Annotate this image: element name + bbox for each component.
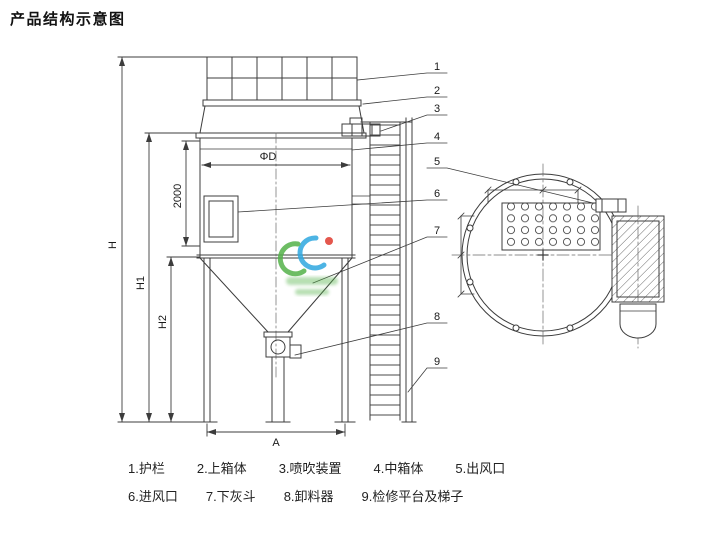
ladder xyxy=(360,117,417,423)
page-title: 产品结构示意图 xyxy=(10,11,126,28)
watermark-logo xyxy=(277,235,338,295)
support-legs xyxy=(196,257,356,423)
legend-item-7: 7.下灰斗 xyxy=(205,489,256,504)
callout-6: 6 xyxy=(434,188,440,200)
dim-A: A xyxy=(272,437,280,449)
dim-H: H xyxy=(107,241,119,249)
outlet-connection xyxy=(595,198,627,213)
callout-9: 9 xyxy=(434,356,440,368)
watermark-red-dot xyxy=(325,237,333,245)
callout-3: 3 xyxy=(434,103,440,115)
bag-grid xyxy=(501,202,601,251)
discharge-valve xyxy=(265,336,302,423)
leader-1 xyxy=(356,72,448,81)
dim-2000: 2000 xyxy=(172,184,184,208)
leader-6 xyxy=(237,199,448,213)
leader-8 xyxy=(294,322,448,356)
callout-numbers: 1 2 3 4 5 6 7 8 9 xyxy=(434,61,440,368)
callout-4: 4 xyxy=(434,131,440,143)
dimension-lines xyxy=(117,56,351,437)
upper-box xyxy=(195,99,367,139)
leader-7 xyxy=(312,236,448,284)
legend-item-9: 9.检修平台及梯子 xyxy=(361,489,464,504)
legend-row-1: 1.护栏 2.上箱体 3.喷吹装置 4.中箱体 5.出风口 xyxy=(128,458,505,477)
leader-5 xyxy=(426,167,594,204)
legend-item-2: 2.上箱体 xyxy=(196,461,247,476)
callout-7: 7 xyxy=(434,225,440,237)
callout-5: 5 xyxy=(434,156,440,168)
dim-phiD: ΦD xyxy=(260,151,277,163)
legend-row-2: 6.进风口 7.下灰斗 8.卸料器 9.检修平台及梯子 xyxy=(128,486,505,505)
parts-legend: 1.护栏 2.上箱体 3.喷吹装置 4.中箱体 5.出风口 6.进风口 7.下灰… xyxy=(128,458,505,505)
air-inlet xyxy=(203,195,239,243)
outlet-duct xyxy=(619,303,657,339)
legend-item-3: 3.喷吹装置 xyxy=(278,461,342,476)
legend-item-1: 1.护栏 xyxy=(128,461,165,476)
legend-item-4: 4.中箱体 xyxy=(373,461,424,476)
guard-rail xyxy=(206,56,358,101)
callout-1: 1 xyxy=(434,61,440,73)
platform-top-view xyxy=(611,205,665,349)
callout-2: 2 xyxy=(434,85,440,97)
top-view xyxy=(451,163,665,349)
dim-H1: H1 xyxy=(135,276,147,290)
dim-H2: H2 xyxy=(157,315,169,329)
flange-bolts xyxy=(466,178,620,332)
leader-3 xyxy=(380,114,448,132)
leader-2 xyxy=(362,96,448,105)
legend-item-6: 6.进风口 xyxy=(128,489,178,504)
callout-8: 8 xyxy=(434,311,440,323)
legend-item-8: 8.卸料器 xyxy=(283,489,334,504)
leader-9 xyxy=(407,367,448,393)
callout-leaders xyxy=(237,72,594,393)
top-view-dimensions xyxy=(457,186,582,298)
legend-item-5: 5.出风口 xyxy=(455,461,506,476)
dimension-labels: H H1 H2 2000 ΦD A xyxy=(107,151,280,449)
watermark-text-blur xyxy=(286,277,338,295)
middle-box xyxy=(196,137,371,259)
leader-4 xyxy=(351,142,448,151)
